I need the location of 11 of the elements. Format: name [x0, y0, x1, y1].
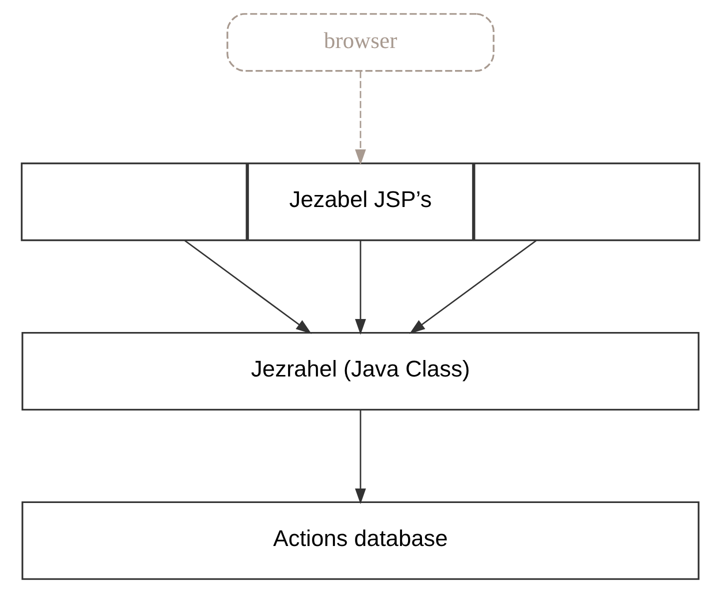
node-box — [473, 162, 700, 242]
node-box: Jezabel JSP’s — [246, 162, 474, 242]
arrow — [354, 410, 366, 504]
arrow — [354, 71, 366, 166]
arrow — [184, 240, 312, 334]
arrow — [354, 240, 366, 335]
node-box: Jezrahel (Java Class) — [21, 332, 699, 411]
node-box — [20, 162, 247, 242]
node-box: Actions database — [21, 501, 699, 580]
arrow — [408, 240, 536, 334]
node-box: browser — [226, 13, 494, 72]
